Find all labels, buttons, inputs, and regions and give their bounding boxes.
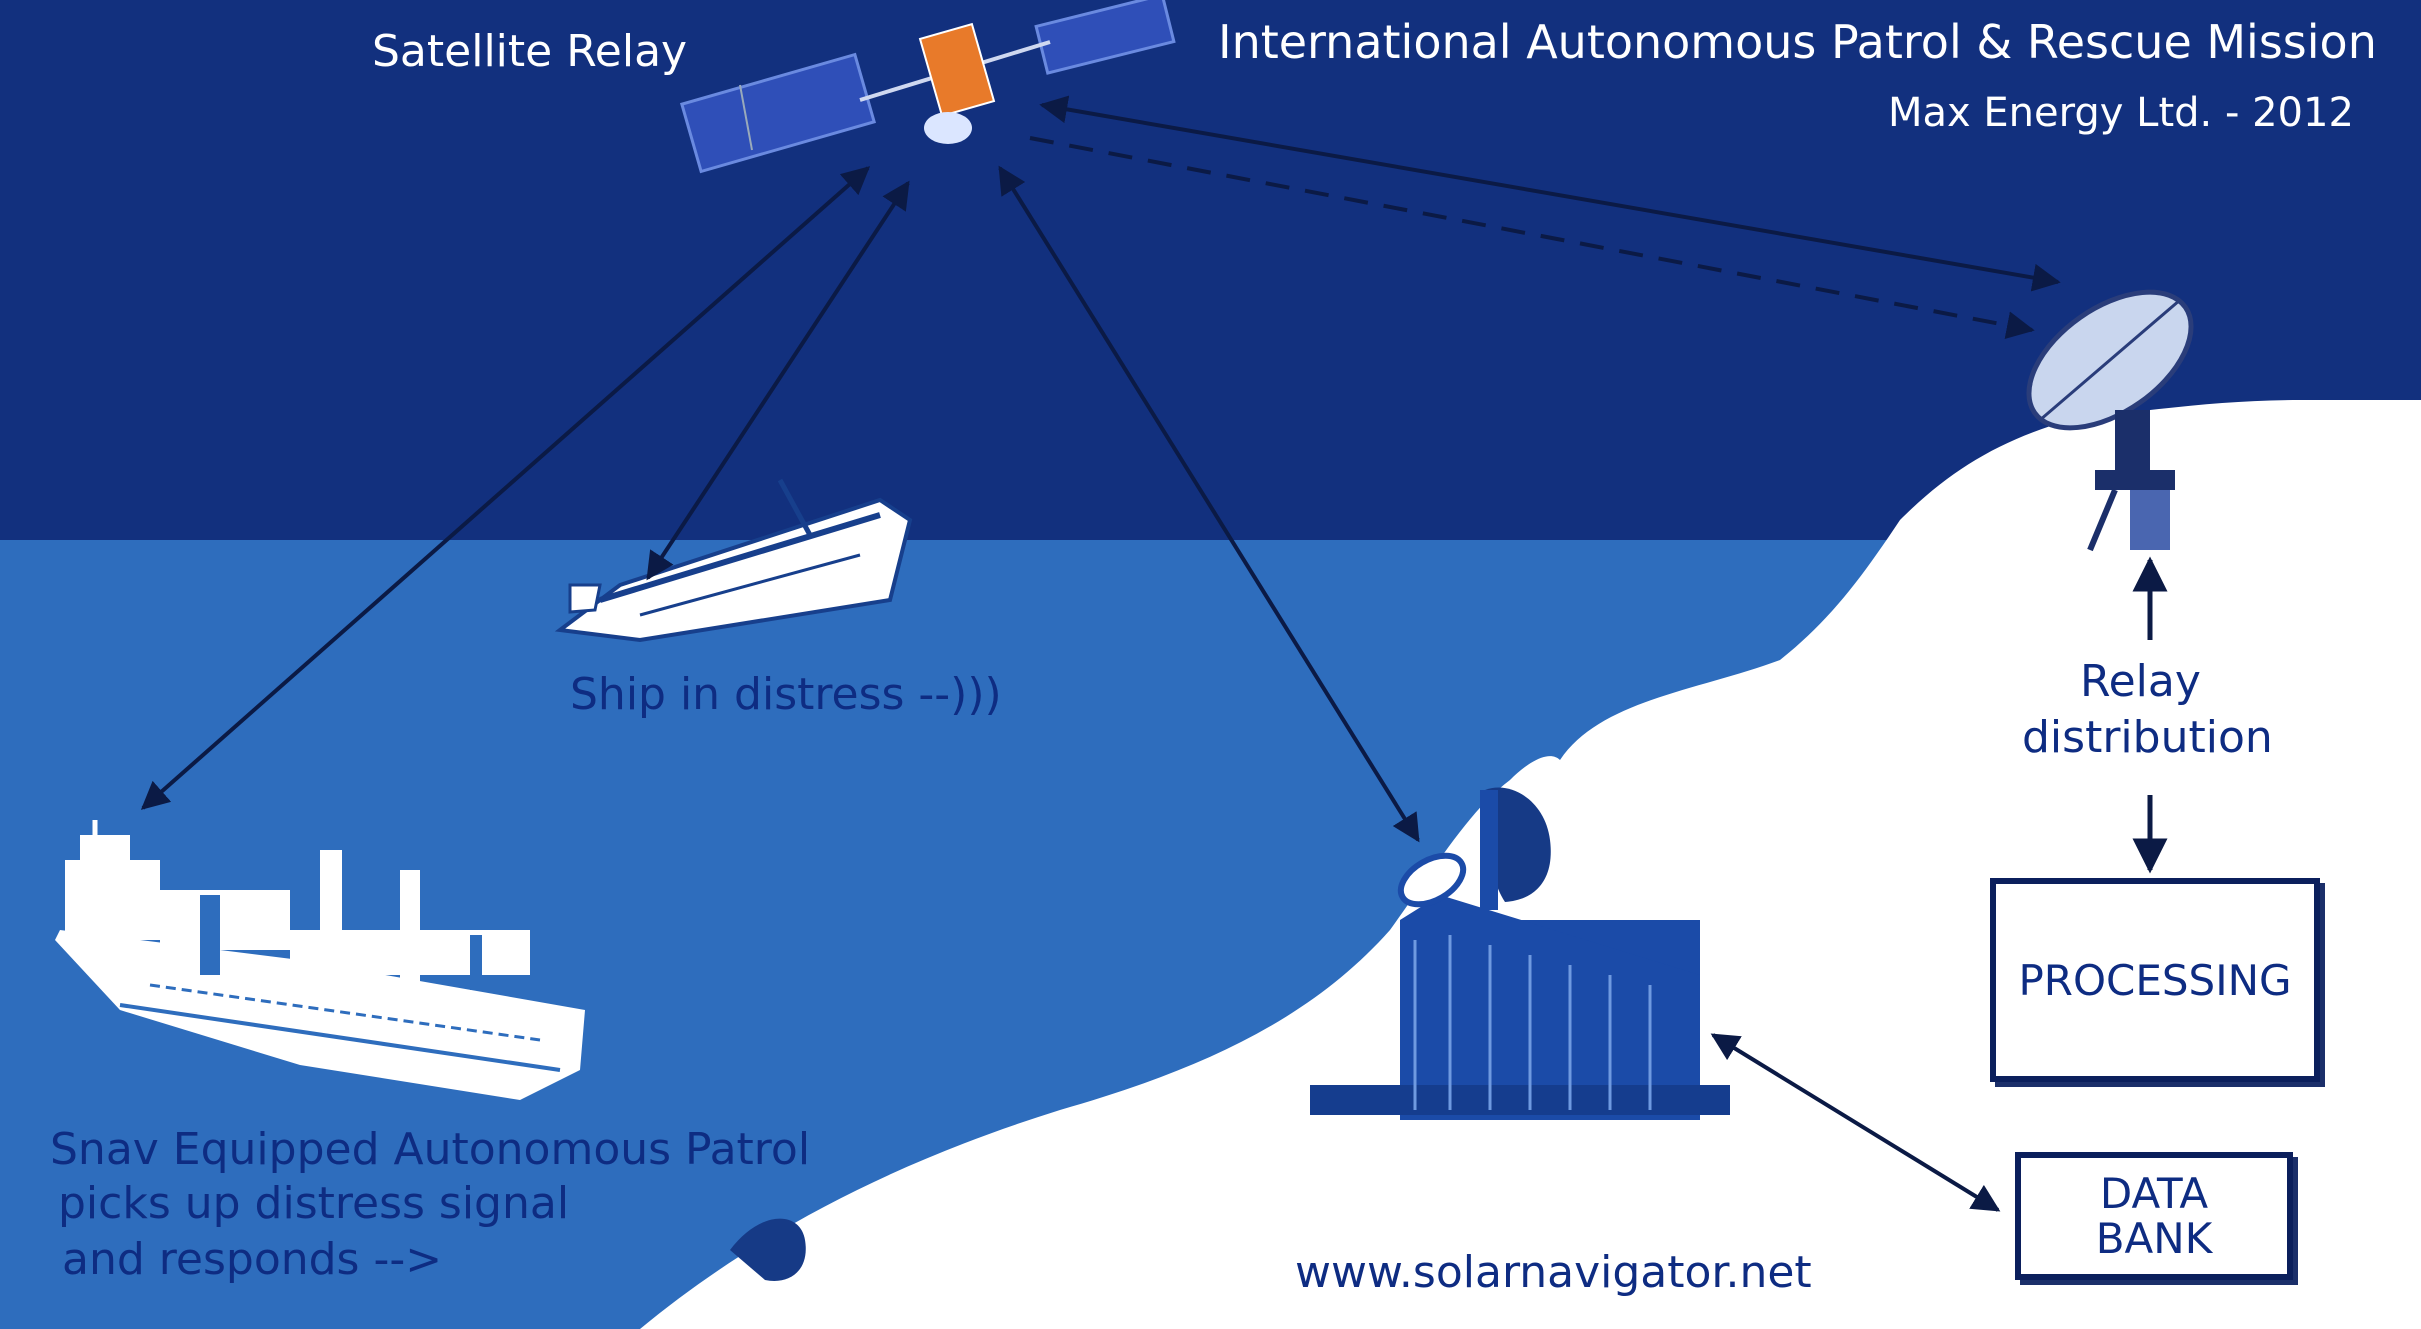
patrol-label-line3: and responds --> (62, 1234, 443, 1285)
website-label: www.solarnavigator.net (1295, 1247, 1812, 1298)
patrol-ship-icon (55, 820, 585, 1100)
ship-distress-label: Ship in distress --))) (570, 669, 1002, 720)
satellite-icon (679, 0, 1176, 174)
satellite-label: Satellite Relay (372, 26, 688, 77)
arrow-satellite-distress (646, 180, 910, 581)
processing-box: PROCESSING (1990, 878, 2320, 1082)
diagram-title: International Autonomous Patrol & Rescue… (1218, 15, 2377, 69)
satellite-dish-icon (2026, 289, 2194, 552)
data-bank-box: DATA BANK (2015, 1152, 2293, 1280)
dashed-arrow-satellite-dish (1029, 136, 2035, 340)
patrol-label-line2: picks up distress signal (58, 1178, 570, 1229)
data-bank-label-line2: BANK (2095, 1214, 2213, 1263)
control-building-icon (1310, 790, 1730, 1120)
arrow-satellite-dish (1039, 95, 2061, 292)
patrol-label-line1: Snav Equipped Autonomous Patrol (50, 1124, 811, 1175)
processing-label: PROCESSING (2018, 955, 2292, 1005)
relay-label-line1: Relay (2080, 656, 2201, 707)
diagram-subtitle: Max Energy Ltd. - 2012 (1888, 90, 2354, 136)
small-island (730, 1218, 806, 1281)
arrow-building-databank (1710, 1033, 2001, 1212)
data-bank-label-line1: DATA (2099, 1168, 2209, 1218)
shore-rock (1484, 787, 1551, 902)
relay-label-line2: distribution (2022, 712, 2273, 763)
